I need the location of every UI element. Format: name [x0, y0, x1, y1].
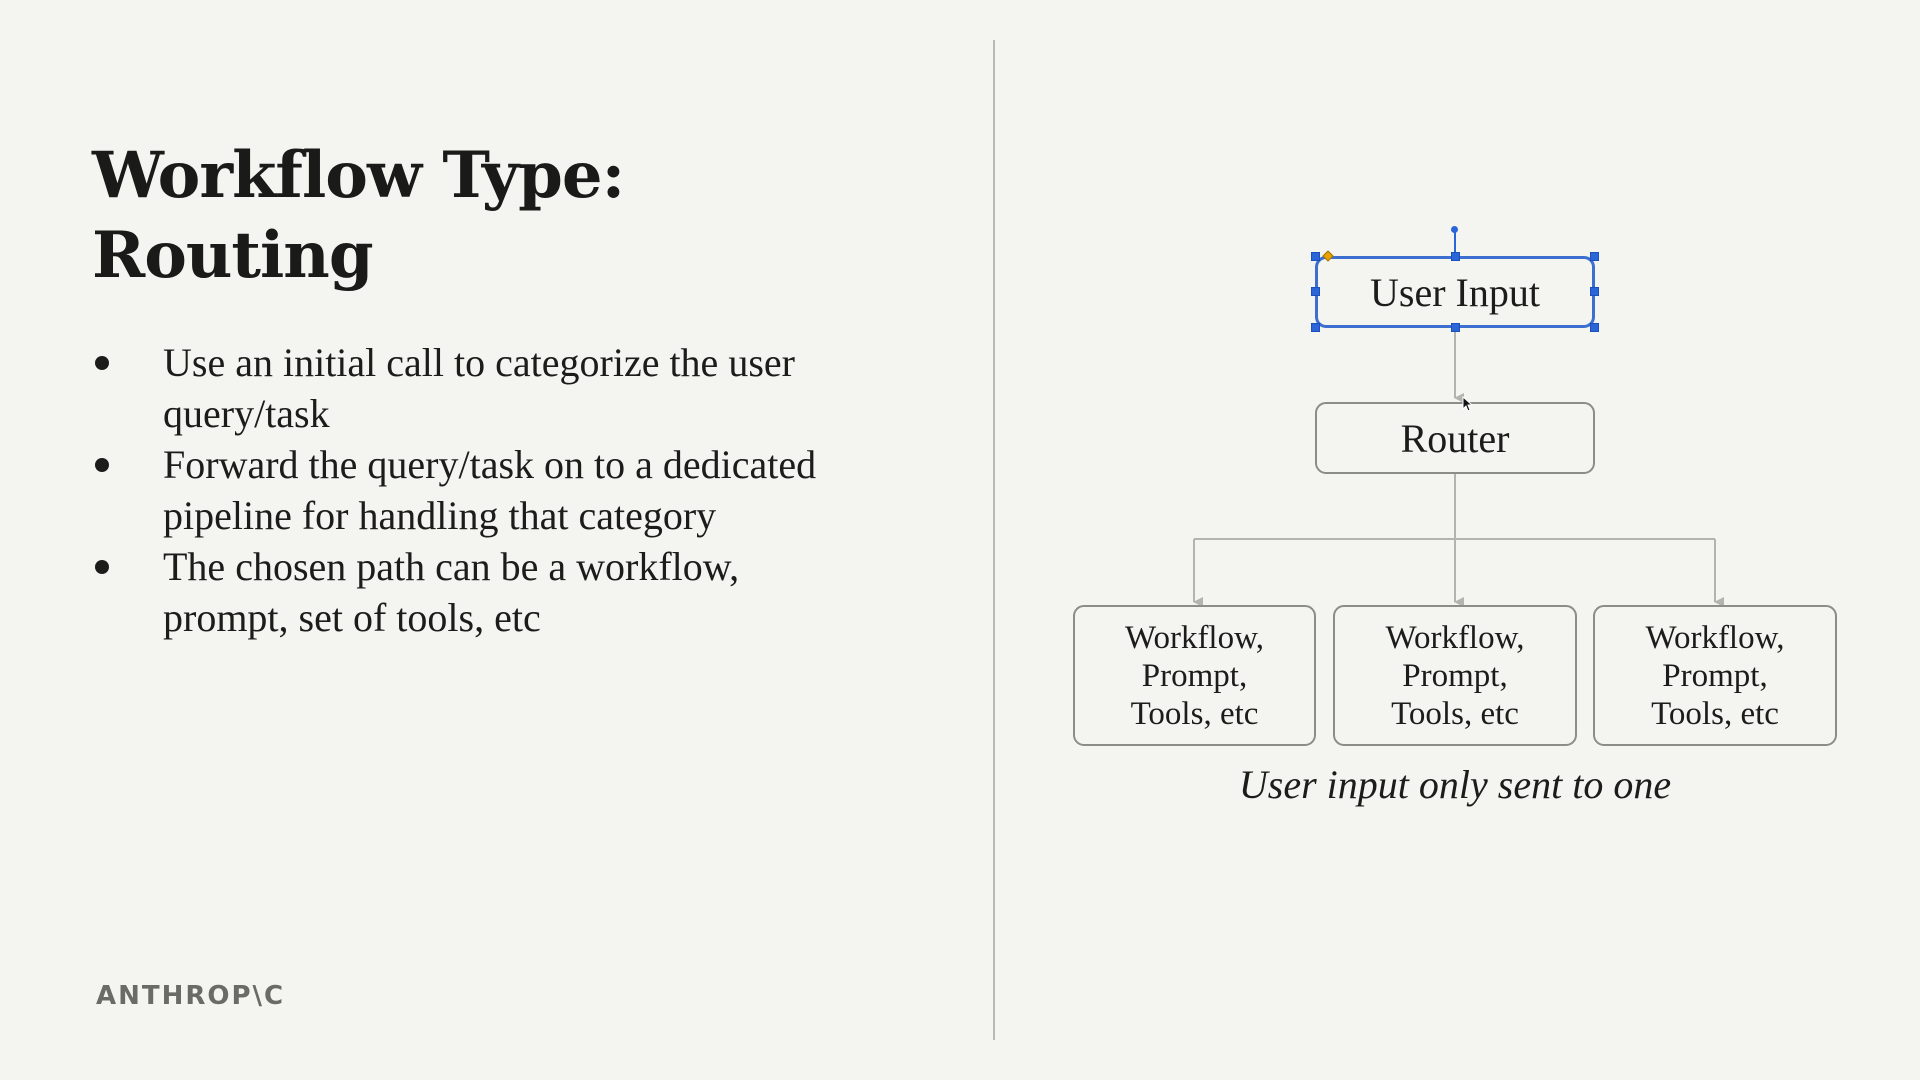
- bullet-text-line: The chosen path can be a workflow,: [163, 544, 740, 589]
- branch-label-line: Workflow,: [1645, 619, 1785, 656]
- bullet-dot-icon: [95, 356, 109, 370]
- bullet-item: Forward the query/task on to a dedicated…: [92, 439, 942, 541]
- router-label: Router: [1400, 415, 1510, 461]
- resize-handle-left[interactable]: [1311, 287, 1320, 296]
- resize-handle-bottom[interactable]: [1451, 323, 1460, 332]
- slide-title: Workflow Type: Routing: [92, 136, 912, 296]
- branch-label-line: Workflow,: [1124, 619, 1265, 656]
- bullet-list: Use an initial call to categorize the us…: [92, 337, 942, 643]
- branch-label-line: Tools, etc: [1130, 695, 1259, 732]
- branch-label-line: Prompt,: [1402, 657, 1508, 694]
- slide-title-line-2: Routing: [92, 218, 374, 293]
- resize-handle-bottom-left[interactable]: [1311, 323, 1320, 332]
- resize-handle-right[interactable]: [1590, 287, 1599, 296]
- bullet-text-line: Forward the query/task on to a dedicated: [163, 442, 817, 487]
- branch-label-line: Prompt,: [1662, 657, 1768, 694]
- bullet-text-line: query/task: [163, 391, 330, 436]
- diagram-caption: User input only sent to one: [1238, 762, 1672, 807]
- bullet-dot-icon: [95, 560, 109, 574]
- rotate-handle-icon[interactable]: [1451, 226, 1458, 233]
- branch-label-line: Workflow,: [1385, 619, 1525, 656]
- slide-title-line-1: Workflow Type:: [92, 138, 625, 213]
- branch-node[interactable]: Workflow, Prompt, Tools, etc: [1333, 605, 1577, 746]
- bullet-item: The chosen path can be a workflow, promp…: [92, 541, 942, 643]
- rotate-handle-line: [1454, 232, 1456, 254]
- branch-label-line: Tools, etc: [1391, 695, 1519, 732]
- bullet-text-line: Use an initial call to categorize the us…: [163, 340, 795, 385]
- branch-label-line: Tools, etc: [1651, 695, 1779, 732]
- router-node[interactable]: Router: [1315, 402, 1595, 474]
- bullet-dot-icon: [95, 458, 109, 472]
- anthropic-logo: ANTHROP\C: [96, 981, 286, 1011]
- resize-handle-top-left[interactable]: [1311, 252, 1320, 261]
- branch-node[interactable]: Workflow, Prompt, Tools, etc: [1073, 605, 1316, 746]
- user-input-label: User Input: [1370, 269, 1540, 315]
- branch-node[interactable]: Workflow, Prompt, Tools, etc: [1593, 605, 1837, 746]
- vertical-divider: [993, 40, 995, 1040]
- bullet-item: Use an initial call to categorize the us…: [92, 337, 942, 439]
- mouse-cursor-icon: [1462, 396, 1474, 412]
- resize-handle-bottom-right[interactable]: [1590, 323, 1599, 332]
- bullet-text-line: pipeline for handling that category: [163, 493, 717, 538]
- resize-handle-top-right[interactable]: [1590, 252, 1599, 261]
- user-input-node[interactable]: User Input: [1315, 256, 1595, 328]
- bullet-text-line: prompt, set of tools, etc: [163, 595, 541, 640]
- resize-handle-top[interactable]: [1451, 252, 1460, 261]
- branch-label-line: Prompt,: [1141, 657, 1248, 694]
